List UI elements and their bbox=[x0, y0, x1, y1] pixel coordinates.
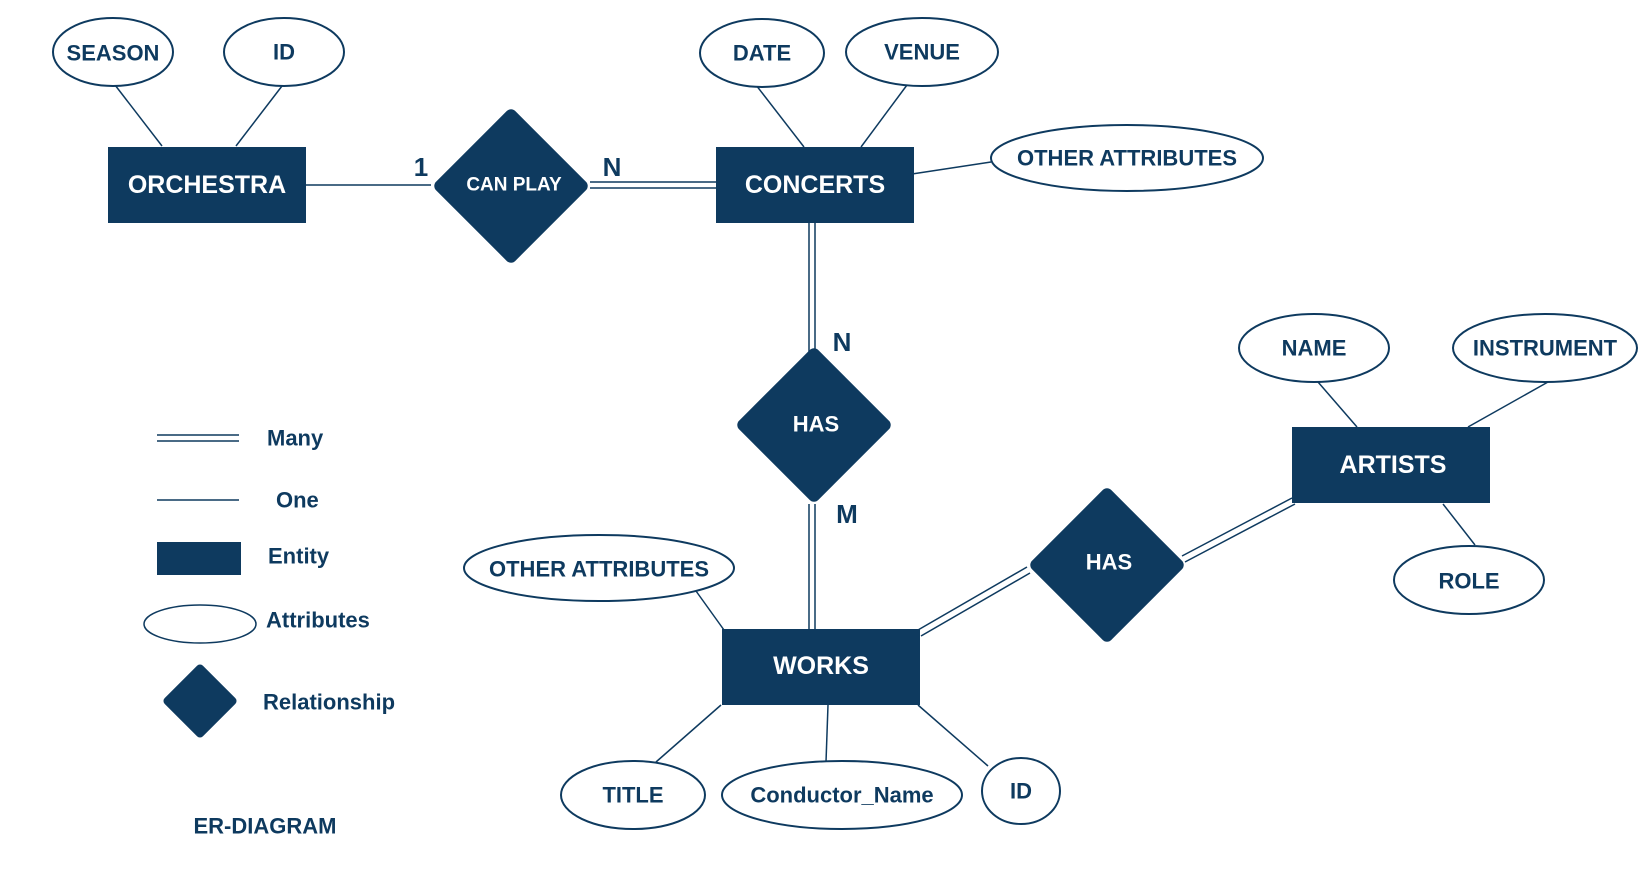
legend-attributes: Attributes bbox=[143, 604, 370, 644]
attribute-orchestra-id: ID bbox=[223, 17, 345, 87]
attribute-label: OTHER ATTRIBUTES bbox=[489, 557, 709, 582]
attribute-works-other: OTHER ATTRIBUTES bbox=[463, 534, 735, 602]
attribute-ellipse bbox=[1238, 313, 1390, 383]
line-instrument-artists bbox=[1467, 381, 1549, 428]
relationship-diamond bbox=[1030, 488, 1184, 642]
entity-label: WORKS bbox=[773, 652, 869, 680]
legend-one: One bbox=[157, 488, 319, 513]
attribute-name: NAME bbox=[1238, 313, 1390, 383]
legend-relationship: Relationship bbox=[163, 664, 395, 738]
line-name-artists bbox=[1317, 381, 1358, 428]
line-season-orchestra bbox=[114, 84, 163, 147]
entity-box bbox=[722, 629, 920, 705]
relationship-diamond bbox=[737, 348, 891, 502]
attribute-ellipse bbox=[1393, 545, 1545, 615]
line-has2-artists-b bbox=[1184, 503, 1296, 563]
attribute-label: SEASON bbox=[67, 41, 160, 66]
line-has2-artists-a bbox=[1181, 497, 1293, 557]
entity-box bbox=[716, 147, 914, 223]
attribute-ellipse bbox=[223, 17, 345, 87]
cardinality-canplay-concerts: N bbox=[603, 152, 622, 182]
line-works-id bbox=[917, 704, 989, 767]
entity-orchestra: ORCHESTRA bbox=[108, 147, 306, 223]
attribute-label: Conductor_Name bbox=[750, 783, 933, 808]
relationship-has-works-artists: HAS bbox=[1030, 488, 1184, 642]
legend-entity: Entity bbox=[157, 542, 330, 575]
attribute-label: ID bbox=[273, 40, 295, 65]
legend-relationship-label: Relationship bbox=[263, 690, 395, 715]
legend-many: Many bbox=[157, 426, 324, 451]
line-other-works bbox=[695, 590, 725, 631]
attribute-ellipse bbox=[52, 17, 174, 87]
line-works-has2-a bbox=[917, 566, 1028, 631]
connector-lines bbox=[114, 84, 1549, 767]
entity-artists: ARTISTS bbox=[1292, 427, 1490, 503]
attribute-works-id: ID bbox=[981, 757, 1061, 825]
legend-one-label: One bbox=[276, 488, 319, 513]
line-concerts-other bbox=[911, 161, 992, 175]
attribute-label: DATE bbox=[733, 41, 791, 66]
attribute-conductor-name: Conductor_Name bbox=[721, 760, 963, 830]
legend-entity-label: Entity bbox=[268, 544, 330, 569]
relationship-diamond bbox=[434, 109, 588, 263]
cardinality-concerts-has: N bbox=[833, 327, 852, 357]
entity-label: CONCERTS bbox=[745, 171, 885, 199]
legend-attributes-label: Attributes bbox=[266, 608, 370, 633]
entity-concerts: CONCERTS bbox=[716, 147, 914, 223]
attribute-ellipse bbox=[721, 760, 963, 830]
attribute-concerts-other: OTHER ATTRIBUTES bbox=[990, 124, 1264, 192]
attribute-label: ROLE bbox=[1438, 569, 1499, 594]
entity-label: ORCHESTRA bbox=[128, 171, 286, 199]
legend-many-label: Many bbox=[267, 426, 324, 451]
entity-label: ARTISTS bbox=[1340, 451, 1447, 479]
attribute-label: TITLE bbox=[602, 783, 663, 808]
attribute-label: ID bbox=[1010, 779, 1032, 804]
legend: Many One Entity Attributes Relationship … bbox=[143, 426, 395, 839]
attribute-season: SEASON bbox=[52, 17, 174, 87]
attributes: SEASON ID DATE VENUE OTHER ATTRIBUTES NA… bbox=[52, 17, 1638, 830]
entity-works: WORKS bbox=[722, 629, 920, 705]
cardinality-has-works: M bbox=[836, 499, 858, 529]
relationship-label: CAN PLAY bbox=[466, 175, 562, 196]
attribute-label: OTHER ATTRIBUTES bbox=[1017, 146, 1237, 171]
attribute-venue: VENUE bbox=[845, 17, 999, 87]
legend-entity-swatch bbox=[157, 542, 241, 575]
attribute-ellipse bbox=[560, 760, 706, 830]
attribute-ellipse bbox=[463, 534, 735, 602]
line-works-title bbox=[655, 704, 722, 763]
attribute-ellipse bbox=[845, 17, 999, 87]
legend-attribute-swatch bbox=[143, 604, 257, 644]
attribute-label: NAME bbox=[1282, 336, 1347, 361]
diagram-caption: ER-DIAGRAM bbox=[194, 814, 337, 839]
line-date-concerts bbox=[755, 84, 805, 148]
attribute-title: TITLE bbox=[560, 760, 706, 830]
attribute-role: ROLE bbox=[1393, 545, 1545, 615]
entity-box bbox=[1292, 427, 1490, 503]
line-artists-role bbox=[1442, 503, 1476, 546]
cardinality-orchestra-canplay: 1 bbox=[414, 152, 428, 182]
attribute-ellipse bbox=[699, 18, 825, 88]
attribute-ellipse bbox=[1452, 313, 1638, 383]
line-works-has2-b bbox=[920, 572, 1031, 637]
relationship-can-play: CAN PLAY bbox=[434, 109, 588, 263]
cardinality-labels: 1 N N M bbox=[414, 152, 858, 529]
attribute-instrument: INSTRUMENT bbox=[1452, 313, 1638, 383]
relationship-label: HAS bbox=[793, 412, 839, 437]
line-venue-concerts bbox=[860, 84, 908, 148]
relationship-label: HAS bbox=[1086, 550, 1132, 575]
relationship-has-concerts-works: HAS bbox=[737, 348, 891, 502]
attribute-ellipse bbox=[981, 757, 1061, 825]
line-works-conductor bbox=[825, 704, 829, 763]
legend-relationship-swatch bbox=[163, 664, 237, 738]
attribute-label: VENUE bbox=[884, 40, 960, 65]
attribute-ellipse bbox=[990, 124, 1264, 192]
entity-box bbox=[108, 147, 306, 223]
attribute-date: DATE bbox=[699, 18, 825, 88]
attribute-label: INSTRUMENT bbox=[1473, 336, 1618, 361]
line-id-orchestra bbox=[235, 85, 283, 147]
